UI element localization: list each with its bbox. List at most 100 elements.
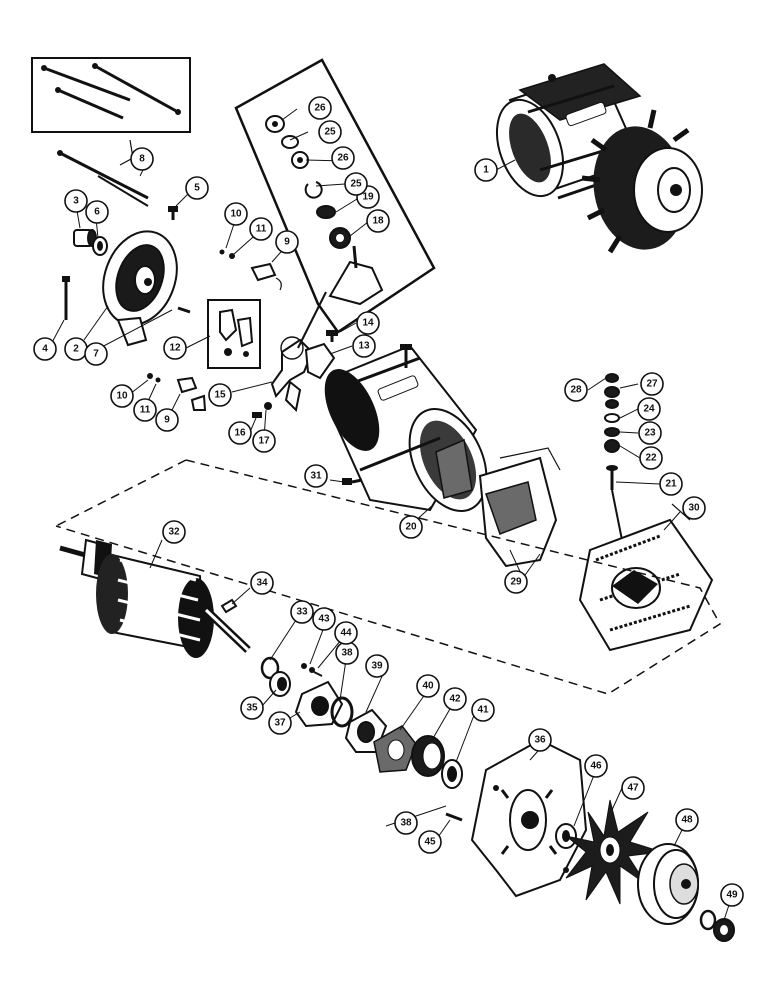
bearing-washer (441, 759, 463, 789)
svg-text:40: 40 (422, 681, 434, 692)
callout-12: 12 (163, 336, 187, 360)
svg-text:39: 39 (371, 661, 383, 672)
callout-7: 7 (84, 342, 108, 366)
callout-10-top: 10 (224, 202, 248, 226)
brush-holder (270, 336, 336, 413)
callout-18: 18 (366, 209, 390, 233)
screw-16-17 (252, 402, 272, 418)
screw (62, 276, 70, 320)
callout-43: 43 (312, 607, 336, 631)
callout-21: 21 (659, 472, 683, 496)
callout-31: 31 (304, 464, 328, 488)
callout-38-top: 38 (335, 641, 359, 665)
gasket (330, 696, 354, 728)
screw-31 (342, 478, 363, 485)
callout-44: 44 (334, 621, 358, 645)
pulley-nut (699, 909, 735, 942)
svg-text:20: 20 (405, 522, 417, 533)
callout-11-top: 11 (249, 217, 273, 241)
svg-text:24: 24 (643, 404, 655, 415)
through-bolt (57, 139, 149, 207)
armature (59, 538, 251, 658)
svg-text:41: 41 (477, 705, 489, 716)
pin (177, 306, 191, 314)
field-coil (578, 489, 714, 652)
callout-11-bottom: 11 (133, 398, 157, 422)
svg-text:10: 10 (116, 391, 128, 402)
callout-labels: 1 2 3 4 5 6 7 8 9 9 10 10 11 11 12 13 14… (33, 96, 744, 907)
svg-text:46: 46 (590, 761, 602, 772)
svg-text:21: 21 (665, 479, 677, 490)
svg-text:38: 38 (341, 648, 353, 659)
callout-45: 45 (418, 830, 442, 854)
svg-text:11: 11 (256, 224, 267, 235)
svg-text:25: 25 (324, 127, 336, 138)
svg-text:45: 45 (424, 837, 436, 848)
callout-25-bottom: 25 (344, 172, 368, 196)
callout-17: 17 (252, 429, 276, 453)
svg-text:49: 49 (726, 890, 738, 901)
callout-41: 41 (471, 698, 495, 722)
svg-text:19: 19 (362, 192, 374, 203)
callout-48: 48 (675, 808, 699, 832)
callout-46: 46 (584, 754, 608, 778)
svg-text:30: 30 (688, 503, 700, 514)
svg-text:8: 8 (139, 154, 145, 165)
ball-bearing (411, 735, 445, 777)
callout-37: 37 (268, 711, 292, 735)
callout-2: 2 (64, 337, 88, 361)
callout-14: 14 (356, 311, 380, 335)
end-frame (102, 230, 178, 347)
svg-text:10: 10 (230, 209, 242, 220)
svg-text:18: 18 (372, 216, 384, 227)
svg-text:34: 34 (256, 578, 268, 589)
svg-text:9: 9 (164, 415, 170, 426)
callout-35: 35 (240, 696, 264, 720)
callout-6: 6 (85, 200, 109, 224)
callout-16: 16 (228, 421, 252, 445)
brush-box-inset (207, 299, 261, 369)
callout-10-bottom: 10 (110, 384, 134, 408)
svg-text:9: 9 (284, 237, 290, 248)
callout-25-top: 25 (318, 120, 342, 144)
callout-28: 28 (564, 378, 588, 402)
brush-clip (219, 249, 282, 291)
callout-30: 30 (682, 496, 706, 520)
callout-26-bottom: 26 (331, 146, 355, 170)
terminal-inset (234, 58, 436, 349)
callout-29: 29 (504, 570, 528, 594)
pole-shoes (478, 447, 561, 568)
svg-text:31: 31 (310, 471, 322, 482)
svg-text:37: 37 (274, 718, 286, 729)
svg-text:28: 28 (570, 385, 582, 396)
callout-26-top: 26 (308, 96, 332, 120)
svg-text:36: 36 (534, 735, 546, 746)
spacer (269, 671, 291, 697)
callout-38-bottom: 38 (394, 811, 418, 835)
callout-8: 8 (130, 147, 154, 171)
svg-text:12: 12 (169, 343, 181, 354)
callout-47: 47 (621, 776, 645, 800)
snap-ring (260, 656, 280, 680)
callout-9-bottom: 9 (155, 408, 179, 432)
svg-text:44: 44 (340, 628, 352, 639)
callout-13: 13 (352, 334, 376, 358)
callout-27: 27 (640, 372, 664, 396)
svg-text:14: 14 (362, 318, 374, 329)
svg-text:15: 15 (214, 390, 226, 401)
retainer-plate (294, 680, 344, 728)
callout-9-top: 9 (275, 230, 299, 254)
svg-text:27: 27 (646, 379, 658, 390)
pin-45 (445, 812, 463, 822)
svg-text:33: 33 (296, 607, 308, 618)
callout-39: 39 (365, 654, 389, 678)
svg-text:42: 42 (449, 694, 461, 705)
svg-text:16: 16 (234, 428, 246, 439)
svg-text:47: 47 (627, 783, 639, 794)
terminal-hardware (604, 373, 620, 490)
bushing (73, 229, 97, 247)
assembly-dashed-outline (55, 459, 722, 695)
svg-text:13: 13 (358, 341, 370, 352)
alternator-assembly (496, 63, 703, 254)
svg-text:4: 4 (42, 344, 48, 355)
